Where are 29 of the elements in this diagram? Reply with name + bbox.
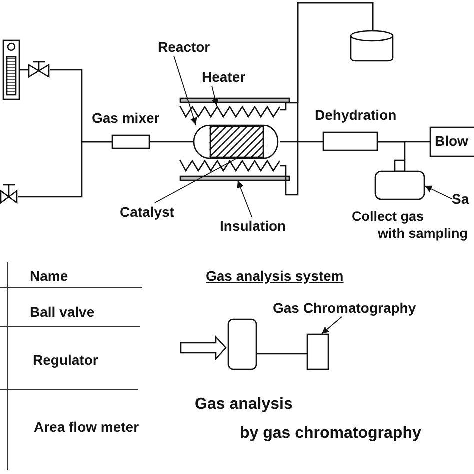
block-arrow [180, 335, 227, 361]
node-label: Dehydration [315, 107, 397, 124]
section-heading: Gas analysis system [206, 268, 344, 285]
table-cell: Area flow meter [34, 419, 140, 436]
table-cell: Ball valve [30, 304, 95, 321]
leader-line [424, 186, 452, 200]
node-label: Collect gas with sampling [352, 208, 470, 242]
callout-label: Reactor [158, 38, 220, 56]
callout-label: Insulation [220, 217, 296, 235]
callout-label: Sa [452, 190, 474, 208]
leader-line [212, 86, 219, 106]
pipe-line [18, 141, 112, 198]
table-header: Name [30, 268, 68, 285]
node-label: Gas mixer [92, 110, 160, 127]
pipe-line [378, 141, 406, 160]
callout-label: Heater [202, 68, 264, 86]
table-cell: Regulator [33, 352, 98, 369]
pipe-line [150, 141, 194, 143]
caption: Gas analysis by gas chromatography [195, 395, 422, 444]
leader-line [154, 158, 238, 204]
callout-label: Gas Chromatography [273, 299, 427, 317]
pipe-line [257, 353, 307, 355]
leader-line [174, 56, 198, 126]
leader-line [322, 316, 342, 334]
pipe-line [280, 141, 323, 143]
callout-label: Catalyst [120, 203, 182, 221]
leader-line [237, 180, 252, 218]
box-label: Blow [435, 133, 468, 150]
pipe-line [280, 2, 374, 196]
